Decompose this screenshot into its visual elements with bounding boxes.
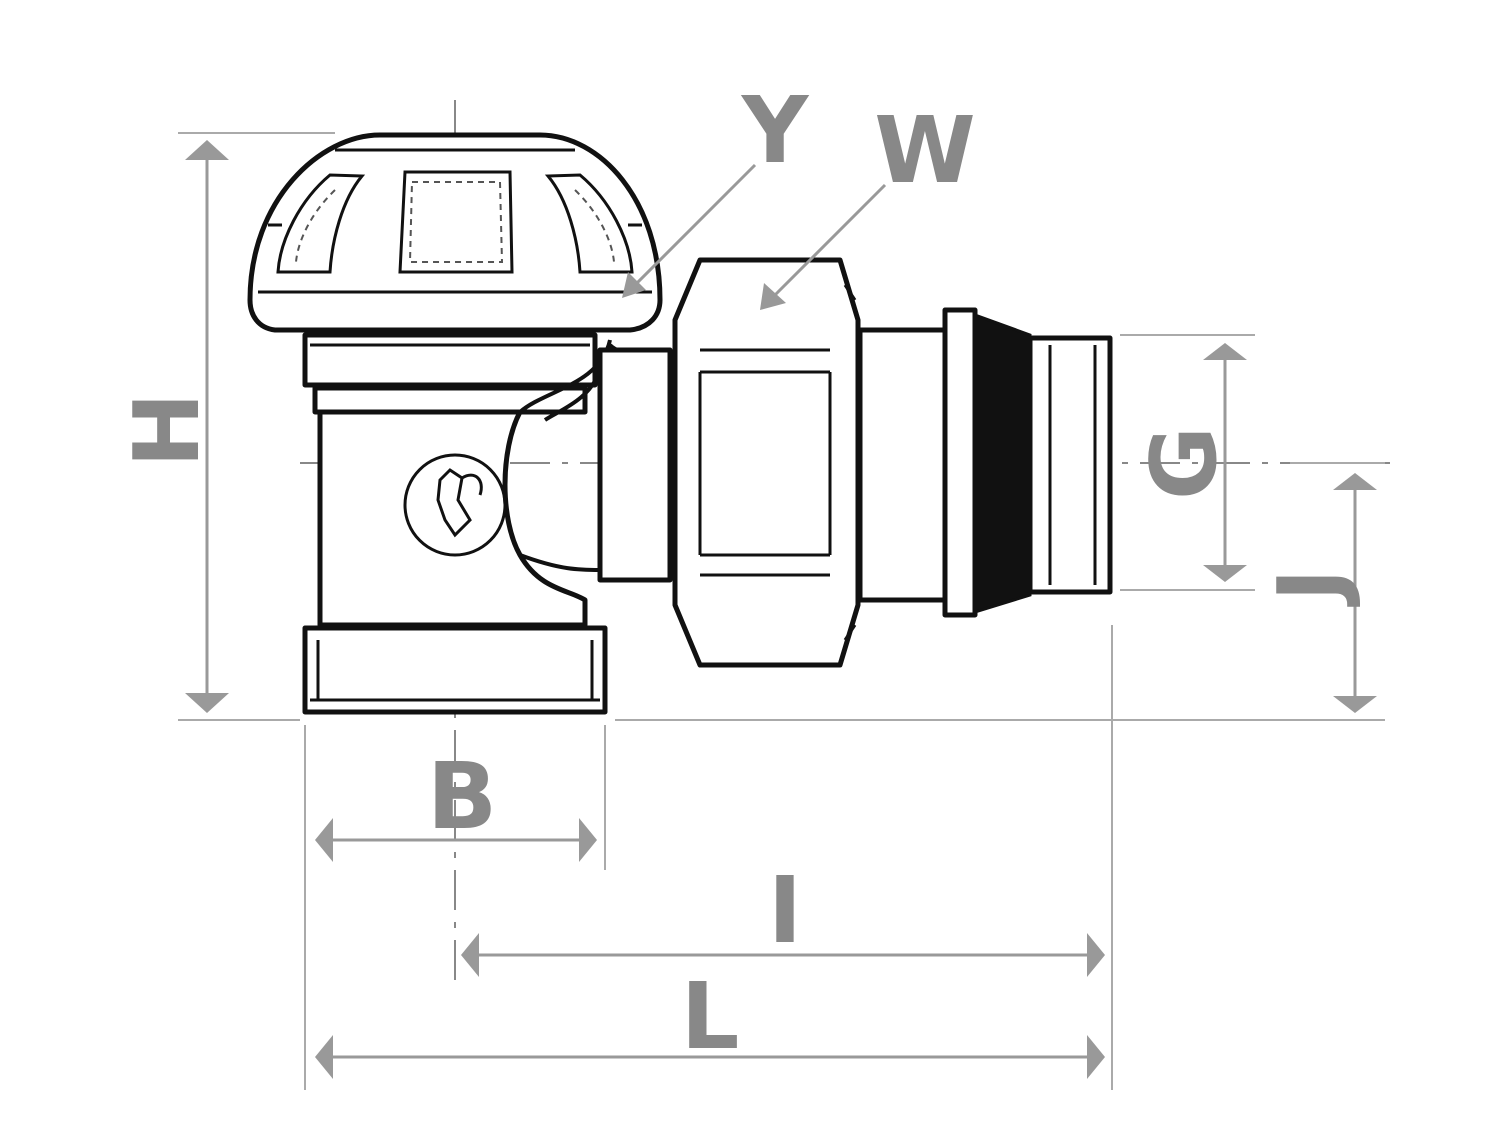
valve-collar: [302, 332, 598, 415]
dimension-i: I: [461, 857, 1105, 977]
dimension-b: B: [315, 743, 597, 862]
label-y: Y: [741, 77, 810, 184]
dimension-g: G: [1132, 343, 1247, 582]
label-i: I: [768, 857, 802, 964]
label-h: H: [115, 392, 220, 467]
callout-w: W: [760, 97, 976, 310]
extension-lines: [178, 132, 1385, 1090]
outlet-tube: [597, 347, 673, 583]
dimension-l: L: [315, 963, 1105, 1079]
dimension-h: H: [115, 140, 229, 713]
dimension-j: J: [1259, 473, 1377, 713]
label-w: W: [874, 97, 975, 204]
callout-y: Y: [622, 77, 810, 298]
handwheel-cap: [247, 132, 663, 333]
tailpiece: [857, 307, 1113, 618]
label-l: L: [681, 963, 740, 1070]
bottom-inlet: [302, 625, 608, 715]
label-j: J: [1259, 568, 1364, 608]
hex-nut: [672, 257, 861, 668]
label-b: B: [427, 743, 497, 850]
label-g: G: [1132, 426, 1237, 500]
